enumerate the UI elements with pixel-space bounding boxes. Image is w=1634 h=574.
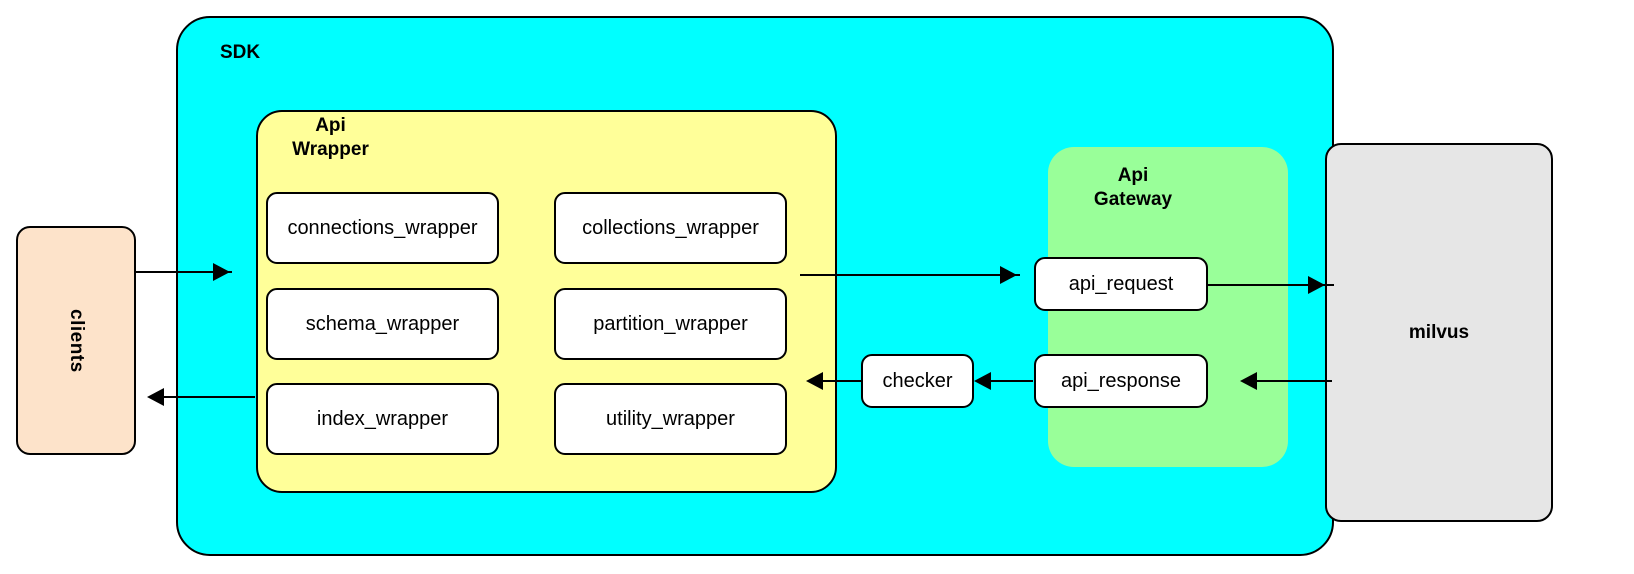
api-request-label: api_request: [1068, 272, 1174, 295]
arrow-api-wrapper-to-api-gateway-head: [1000, 266, 1017, 284]
arrow-api-response-to-checker-line: [985, 380, 1033, 382]
wrapper-box-utility[interactable]: utility_wrapper: [554, 383, 787, 455]
wrapper-box-schema[interactable]: schema_wrapper: [266, 288, 499, 360]
wrapper-box-label: schema_wrapper: [305, 312, 460, 335]
checker-label: checker: [882, 369, 953, 392]
wrapper-box-connections[interactable]: connections_wrapper: [266, 192, 499, 264]
arrow-milvus-to-api-response-line: [1250, 380, 1332, 382]
clients-label: clients: [66, 308, 87, 373]
milvus-label: milvus: [1408, 321, 1470, 343]
arrow-clients-to-sdk-head: [213, 263, 230, 281]
checker-node[interactable]: checker: [861, 354, 974, 408]
arrow-checker-to-api-wrapper-line: [822, 380, 862, 382]
arrow-checker-to-api-wrapper-head: [806, 372, 823, 390]
wrapper-box-label: utility_wrapper: [606, 407, 735, 430]
api-response-label: api_response: [1060, 369, 1182, 392]
wrapper-box-partition[interactable]: partition_wrapper: [554, 288, 787, 360]
clients-node[interactable]: clients: [16, 226, 136, 455]
api-request-node[interactable]: api_request: [1034, 257, 1208, 311]
wrapper-box-collections[interactable]: collections_wrapper: [554, 192, 787, 264]
arrow-sdk-to-clients-head: [147, 388, 164, 406]
arrow-api-request-to-milvus-head: [1308, 276, 1325, 294]
arrow-api-response-to-checker-head: [974, 372, 991, 390]
wrapper-box-label: partition_wrapper: [593, 312, 748, 335]
arrow-clients-to-sdk-line: [136, 271, 232, 273]
arrow-api-wrapper-to-api-gateway-line: [800, 274, 1020, 276]
wrapper-box-label: index_wrapper: [316, 407, 449, 430]
arrow-milvus-to-api-response-head: [1240, 372, 1257, 390]
arrow-api-request-to-milvus-line: [1206, 284, 1334, 286]
wrapper-box-index[interactable]: index_wrapper: [266, 383, 499, 455]
wrapper-box-label: connections_wrapper: [287, 216, 478, 239]
arrow-sdk-to-clients-line: [160, 396, 255, 398]
wrapper-box-label: collections_wrapper: [582, 216, 759, 239]
milvus-node[interactable]: milvus: [1325, 143, 1553, 522]
api-response-node[interactable]: api_response: [1034, 354, 1208, 408]
